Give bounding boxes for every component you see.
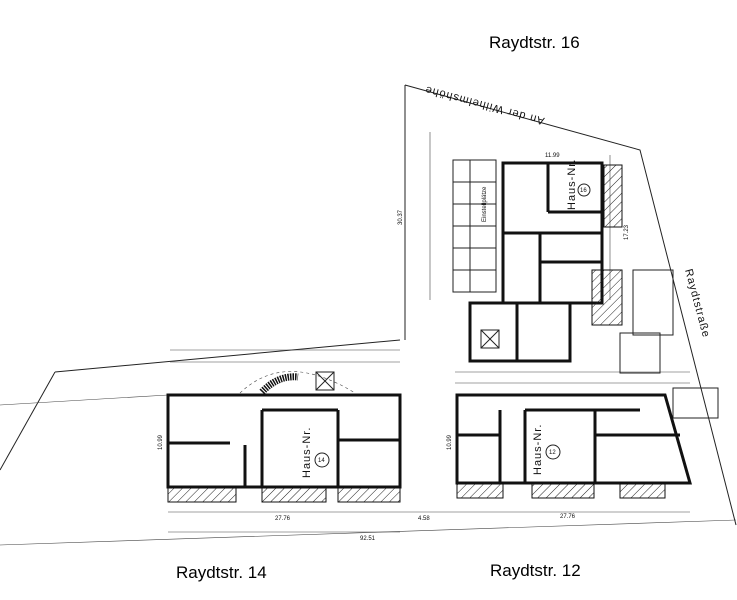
dimension-depth-14: 10.99 <box>158 434 164 450</box>
dimension-top-16: 11.99 <box>545 153 560 159</box>
dimension-depth-16: 17.23 <box>624 224 630 240</box>
house-number-12: 12 <box>549 450 556 456</box>
parking-area-right <box>619 269 719 419</box>
dimension-left-16: 30.37 <box>398 209 404 225</box>
dimension-width-14: 27.76 <box>275 516 291 522</box>
house-label-12: Haus-Nr. <box>532 424 544 475</box>
building-16: Haus-Nr. 16 <box>468 159 623 363</box>
road-label-top: An der Wilhelmshöhe <box>423 83 545 127</box>
dimension-width-12: 27.76 <box>560 514 576 520</box>
road-label-right: Raydtstraße <box>682 268 712 340</box>
parking-area-16: Einstellplätze <box>452 159 497 293</box>
house-label-16: Haus-Nr. <box>566 159 578 210</box>
parking-label: Einstellplätze <box>482 186 488 222</box>
dimension-total: 92.51 <box>360 536 376 542</box>
dimension-gap: 4.58 <box>418 516 430 522</box>
house-number-14: 14 <box>318 458 325 464</box>
house-label-14: Haus-Nr. <box>301 427 313 478</box>
building-12: Haus-Nr. 12 <box>455 393 692 499</box>
dimension-depth-12: 10.99 <box>447 434 453 450</box>
street-label-16: Raydtstr. 16 <box>489 33 580 52</box>
building-14: Haus-Nr. 14 <box>166 371 402 503</box>
street-label-14: Raydtstr. 14 <box>176 563 267 582</box>
street-label-12: Raydtstr. 12 <box>490 561 581 580</box>
house-number-16: 16 <box>580 188 587 194</box>
site-boundary <box>0 84 737 546</box>
